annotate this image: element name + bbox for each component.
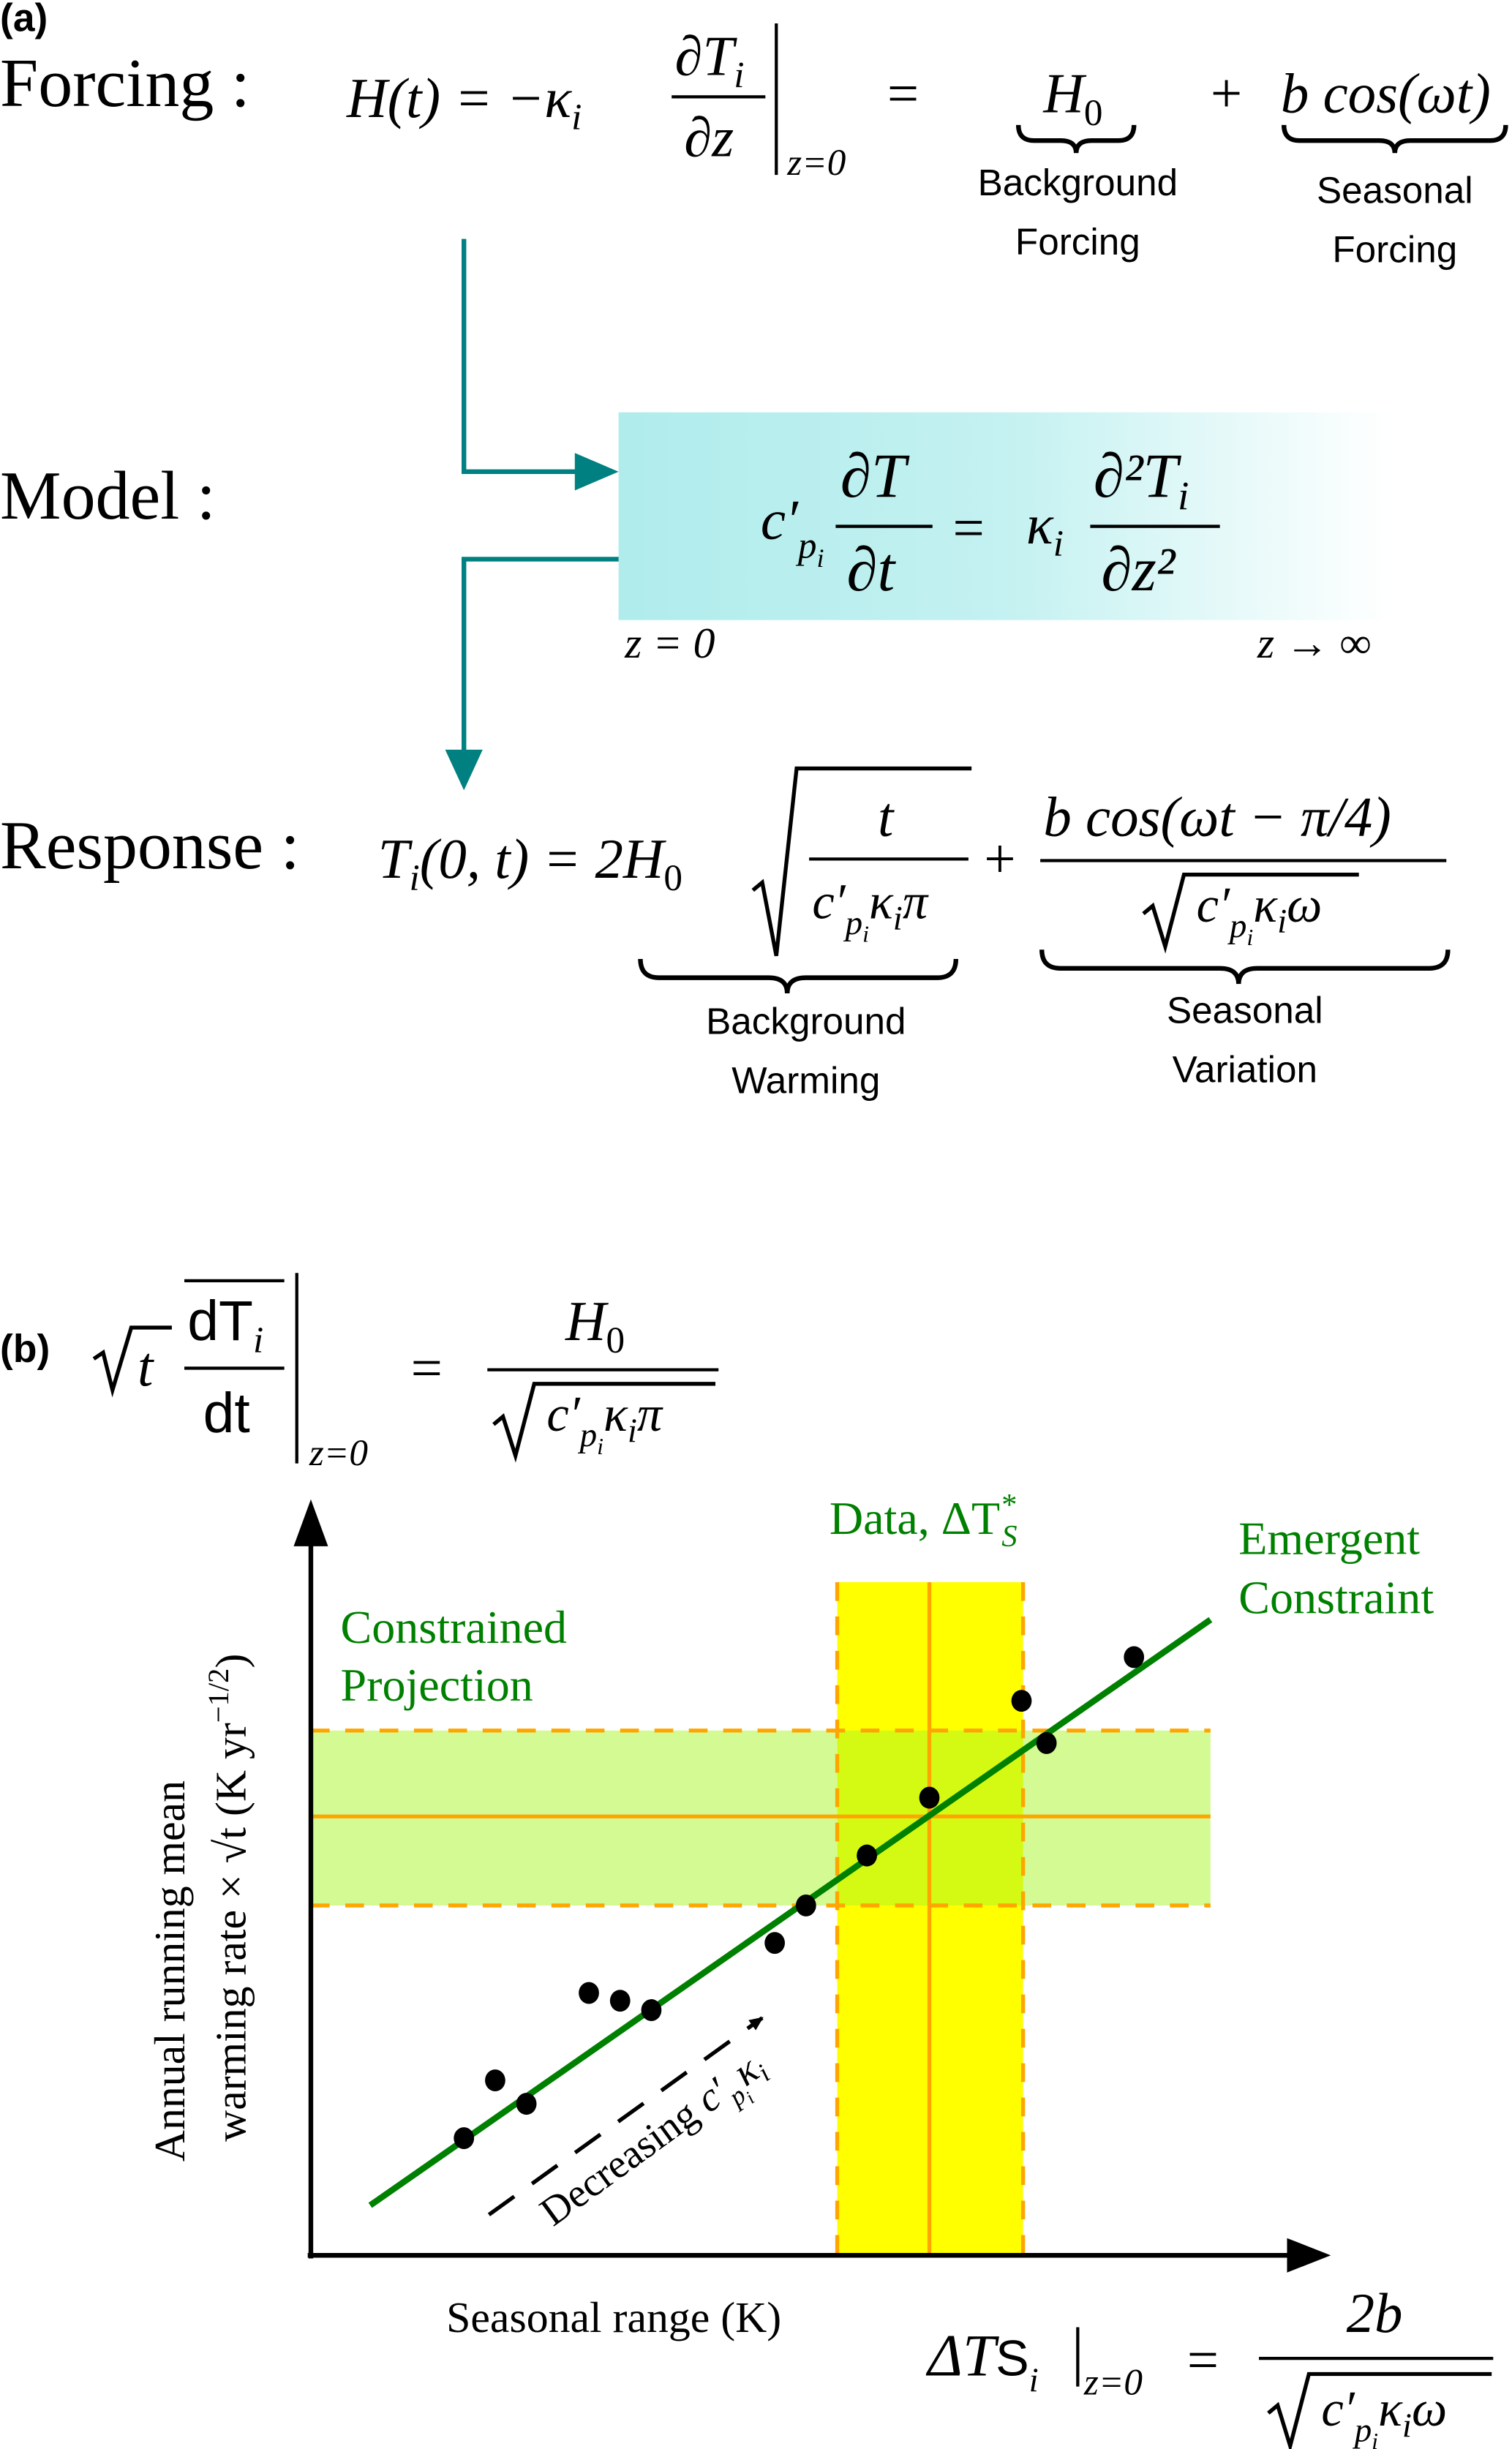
panel-b-label: (b) bbox=[0, 1328, 50, 1371]
rate-rhs-den: c′piκiπ bbox=[546, 1386, 663, 1459]
panel-b-equation: t dTi dt z=0 = H0 c′piκiπ bbox=[92, 1273, 719, 1474]
model-num2: ∂²Ti bbox=[1094, 442, 1189, 519]
model-point bbox=[1011, 1690, 1032, 1712]
response-heading: Response : bbox=[0, 808, 300, 884]
background-warming-label-2: Warming bbox=[731, 1060, 880, 1102]
model-right-bound: z → ∞ bbox=[1257, 619, 1372, 667]
response-plus: + bbox=[984, 828, 1015, 890]
decreasing-arrow bbox=[487, 2016, 764, 2216]
sqrt-sign bbox=[1142, 873, 1359, 954]
response-row: Response : Ti(0, t) = 2H0 t c′piκiπ + b … bbox=[0, 766, 1451, 994]
background-warming-brace bbox=[638, 958, 959, 994]
background-forcing-label-2: Forcing bbox=[1015, 221, 1140, 263]
seasonal-range-den: c′piκiω bbox=[1321, 2381, 1447, 2449]
y-axis-label-2: warming rate × √t (K yr−1/2) bbox=[202, 1654, 255, 2142]
model-den2: ∂z² bbox=[1101, 535, 1176, 604]
seasonal-variation-brace bbox=[1039, 949, 1451, 985]
model-kappa: κi bbox=[1026, 494, 1064, 565]
model-num1: ∂T bbox=[840, 442, 910, 511]
sqrt-t: t bbox=[138, 1336, 154, 1398]
emergent-constraint-line bbox=[368, 1617, 1213, 2208]
forcing-plus: + bbox=[1211, 63, 1242, 125]
rate-numerator: dTi bbox=[187, 1290, 263, 1361]
sqrt-sign bbox=[492, 1382, 715, 1463]
seasonal-variation-label-1: Seasonal bbox=[1167, 990, 1323, 1031]
seasonal-range-equation: ΔTSi z=0 = 2b c′piκiω bbox=[925, 2282, 1494, 2449]
forcing-equals: = bbox=[887, 63, 919, 125]
model-point bbox=[641, 1999, 662, 2021]
background-forcing-brace bbox=[1016, 124, 1137, 154]
x-axis-arrowhead-icon bbox=[1287, 2238, 1331, 2273]
model-point bbox=[1036, 1731, 1057, 1754]
model-heading: Model : bbox=[0, 458, 216, 534]
x-axis-label: Seasonal range (K) bbox=[446, 2293, 781, 2341]
emergent-label-2: Constraint bbox=[1238, 1572, 1434, 1624]
model-point bbox=[579, 1982, 599, 2004]
constrained-label-2: Projection bbox=[341, 1659, 533, 1711]
emergent-label-1: Emergent bbox=[1238, 1513, 1420, 1565]
background-warming-label-1: Background bbox=[706, 1001, 906, 1042]
response-arrowhead-icon bbox=[445, 749, 483, 791]
seasonal-range-lhs: ΔTSi bbox=[925, 2323, 1038, 2399]
response-lhs: Ti(0, t) = 2H0 bbox=[378, 828, 682, 899]
model-point bbox=[485, 2069, 505, 2092]
response-sqrt-num: t bbox=[878, 786, 895, 848]
decreasing-label: Decreasing c′piκi bbox=[533, 2043, 781, 2245]
seasonal-forcing-label-1: Seasonal bbox=[1317, 170, 1473, 211]
y-axis-arrowhead-icon bbox=[293, 1499, 328, 1546]
seasonal-forcing-label-2: Forcing bbox=[1332, 229, 1457, 271]
response-seasonal-den: c′piκiω bbox=[1197, 877, 1323, 950]
forcing-seasonal-term: b cos(ωt) bbox=[1281, 63, 1491, 125]
forcing-arrowhead-icon bbox=[574, 453, 619, 491]
seasonal-range-equals: = bbox=[1187, 2329, 1219, 2391]
forcing-eval-at: z=0 bbox=[786, 142, 846, 184]
model-den1: ∂t bbox=[846, 535, 896, 604]
forcing-to-model-arrow bbox=[462, 238, 582, 475]
seasonal-variation-label-2: Variation bbox=[1173, 1049, 1317, 1091]
background-forcing-label-1: Background bbox=[978, 162, 1178, 203]
sqrt-sign bbox=[751, 766, 972, 957]
model-equals: = bbox=[953, 497, 985, 559]
y-axis-label-1: Annual running mean bbox=[146, 1780, 194, 2162]
model-point bbox=[857, 1844, 877, 1867]
constrained-label-1: Constrained bbox=[341, 1601, 568, 1653]
model-point bbox=[516, 2093, 537, 2115]
model-point bbox=[609, 1990, 631, 2012]
model-box bbox=[618, 412, 1392, 620]
model-points bbox=[454, 1646, 1145, 2150]
sqrt-sign bbox=[92, 1325, 172, 1398]
model-point bbox=[919, 1786, 940, 1809]
model-point bbox=[764, 1932, 786, 1955]
forcing-heading: Forcing : bbox=[0, 45, 250, 121]
model-point bbox=[454, 2127, 475, 2150]
seasonal-forcing-brace bbox=[1281, 124, 1508, 154]
response-sqrt-den: c′piκiπ bbox=[812, 874, 929, 947]
rate-equals: = bbox=[411, 1337, 443, 1399]
rate-rhs-num: H0 bbox=[565, 1290, 625, 1361]
forcing-h0: H0 bbox=[1042, 63, 1102, 134]
model-left-bound: z = 0 bbox=[624, 619, 715, 667]
response-seasonal-num: b cos(ωt − π/4) bbox=[1043, 786, 1391, 848]
forcing-row: Forcing : H(t) = −κi ∂Ti ∂z z=0 = H0 + b… bbox=[0, 23, 1508, 184]
data-label: Data, ΔT*S bbox=[830, 1488, 1018, 1554]
forcing-denominator: ∂z bbox=[684, 107, 734, 169]
seasonal-range-eval-at: z=0 bbox=[1083, 2361, 1143, 2403]
model-c: c′pi bbox=[761, 489, 824, 573]
model-point bbox=[795, 1895, 816, 1916]
panel-a-label: (a) bbox=[0, 0, 48, 40]
rate-eval-at: z=0 bbox=[309, 1432, 368, 1474]
model-row: Model : c′pi ∂T ∂t = κi ∂²Ti ∂z² z = 0 z… bbox=[0, 412, 1392, 667]
emergent-constraint-plot: Decreasing c′piκi Data, ΔT*S Emergent Co… bbox=[146, 1488, 1434, 2341]
rate-denominator: dt bbox=[203, 1382, 250, 1445]
model-point bbox=[1124, 1646, 1145, 1669]
seasonal-range-num: 2b bbox=[1347, 2282, 1403, 2344]
forcing-lhs: H(t) = −κi bbox=[346, 67, 582, 138]
sqrt-sign bbox=[1267, 2371, 1492, 2449]
model-to-response-arrow bbox=[462, 557, 622, 753]
forcing-numerator: ∂Ti bbox=[674, 25, 744, 96]
